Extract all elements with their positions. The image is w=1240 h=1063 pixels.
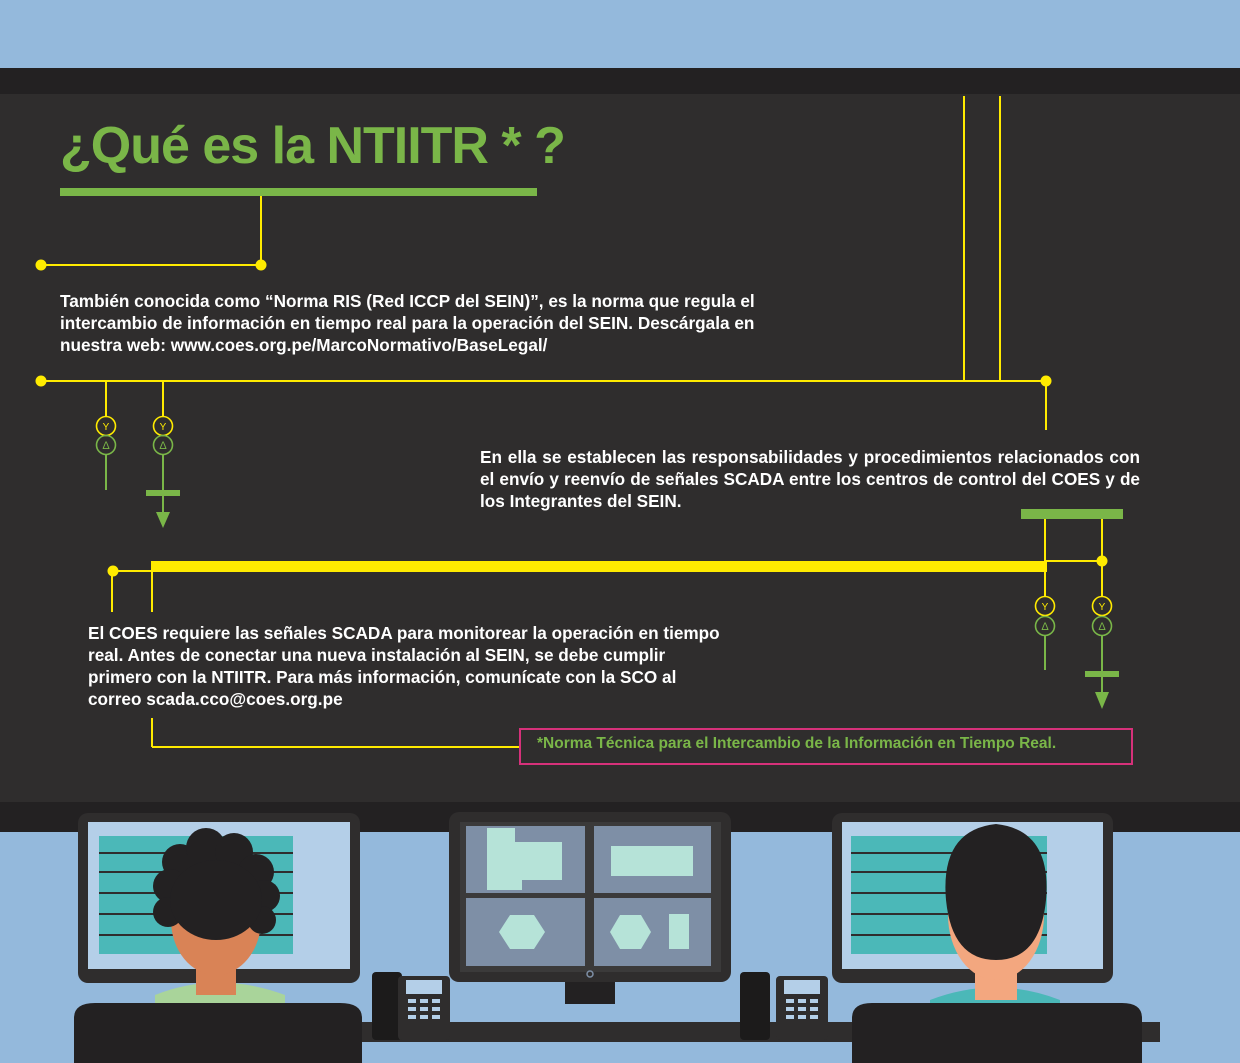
- paragraph-responsibilities: En ella se establecen las responsabilida…: [480, 447, 1140, 511]
- node-dot: [1096, 555, 1108, 567]
- footnote-box: [519, 728, 1133, 765]
- delta-symbol: Δ: [102, 440, 110, 452]
- node-dot: [35, 259, 47, 271]
- chair: [852, 1003, 1142, 1063]
- footnote-text: *Norma Técnica para el Intercambio de la…: [537, 735, 1057, 752]
- background-sky: [0, 0, 1240, 68]
- transformer-icon: [146, 415, 180, 528]
- title-underline: [60, 188, 537, 196]
- bus-bar: [151, 561, 1047, 572]
- green-bus-bar: [1021, 509, 1123, 519]
- node-dot: [35, 375, 47, 387]
- phone-icon: [740, 972, 828, 1040]
- transformer-icon: [95, 415, 117, 490]
- center-monitor: [449, 812, 731, 1004]
- board-top-frame: [0, 68, 1240, 94]
- paragraph-scada-requirement: El COES requiere las señales SCADA para …: [88, 623, 720, 709]
- wye-symbol: Y: [1042, 602, 1049, 613]
- wye-symbol: Y: [103, 422, 110, 433]
- paragraph-definition: También conocida como “Norma RIS (Red IC…: [60, 291, 755, 355]
- delta-symbol: Δ: [1098, 621, 1106, 633]
- node-dot: [255, 259, 267, 271]
- delta-symbol: Δ: [159, 440, 167, 452]
- transformer-icon: [1085, 595, 1119, 709]
- left-operator: [153, 828, 285, 1063]
- phone-icon: [372, 972, 450, 1040]
- wye-symbol: Y: [1099, 602, 1106, 613]
- transformer-icon: [1034, 595, 1056, 670]
- chair: [74, 1003, 362, 1063]
- wye-symbol: Y: [160, 422, 167, 433]
- delta-symbol: Δ: [1041, 621, 1049, 633]
- page-title: ¿Qué es la NTIITR * ?: [60, 117, 566, 175]
